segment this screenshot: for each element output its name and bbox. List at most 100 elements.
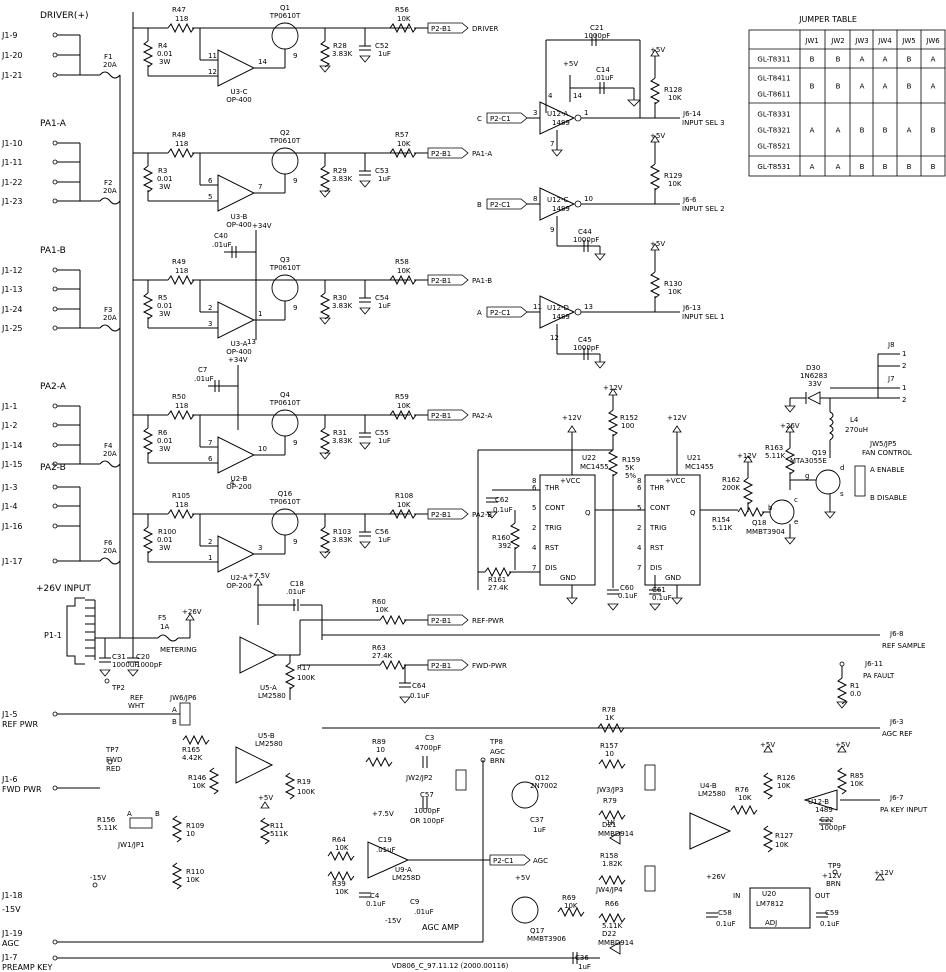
c20-value: 1000pF (136, 661, 162, 669)
ground-symbol (607, 603, 619, 611)
timer-ic (539, 474, 596, 586)
r-top-value: 118 (175, 140, 188, 148)
mosfet-part: TP0610T (269, 137, 301, 145)
mosfet-part: TP0610T (269, 264, 301, 272)
jt-model: GL-T8411 (757, 75, 790, 83)
mosfet-pin: 9 (293, 52, 297, 60)
c37-value: 1uF (533, 826, 546, 834)
r165 (182, 734, 210, 746)
r39 (327, 870, 355, 882)
jw5-name: FAN CONTROL (862, 449, 912, 457)
ground-symbol (486, 511, 498, 519)
u12b-label: U12-B (808, 798, 829, 806)
r89 (365, 756, 393, 768)
r-top-value: 118 (175, 501, 188, 509)
q17-vcc: +5V (515, 874, 530, 882)
tp9-label: TP9 (827, 862, 841, 870)
u20-in: IN (733, 892, 740, 900)
r-sense-value: 0.01 (157, 50, 173, 58)
q12-label: Q12 (535, 774, 549, 782)
r66-value: 5.11K (602, 922, 623, 930)
r109 (171, 815, 183, 843)
power-title: +26V INPUT (36, 584, 91, 594)
q19-label: Q19 (812, 449, 826, 457)
mosfet-symbol (271, 274, 299, 302)
pin (52, 955, 58, 961)
insel-letter: A (477, 309, 482, 317)
r-sense-value: 0.01 (157, 437, 173, 445)
jumper-table: JUMPER TABLE JW1 JW2 JW3 JW4 JW5 JW6 GL-… (748, 15, 946, 177)
r-load (319, 427, 331, 455)
c7-label: C7 (198, 366, 207, 374)
pin (92, 882, 98, 888)
out-tag-text: P2-B1 (431, 150, 451, 158)
jt-cell: B (810, 83, 815, 91)
r-load-label: R30 (333, 294, 347, 302)
jw5-a: A ENABLE (870, 466, 905, 474)
supply-arrow (672, 425, 682, 433)
j17-name: PREAMP KEY (2, 963, 52, 972)
jt-cell: B (931, 127, 936, 135)
q18-c: c (794, 496, 798, 504)
timer-pin-name: CONT (650, 504, 671, 512)
r161 (484, 566, 512, 578)
insel-cap-label: C45 (578, 336, 592, 344)
jt-cell: B (931, 163, 936, 171)
r127 (762, 825, 774, 853)
mosfet-symbol (271, 508, 299, 536)
r-sense (142, 427, 154, 455)
c9-value: .01uF (414, 908, 434, 916)
timer-pin-name: GND (665, 574, 681, 582)
out-tag (427, 274, 469, 286)
opamp-label: U3-B (231, 213, 248, 221)
ground-symbol (594, 253, 606, 261)
opamp-symbol (217, 301, 256, 339)
jt-h3: JW3 (854, 37, 868, 45)
r19-value: 100K (297, 788, 315, 796)
j68-name: REF SAMPLE (882, 642, 925, 650)
r-out-value: 10K (397, 267, 411, 275)
jt-cell: B (883, 163, 888, 171)
r-out (389, 147, 417, 159)
c20-label: C20 (136, 653, 150, 661)
insel-pin: 11 (533, 303, 542, 311)
out-tag-text: P2-B1 (431, 412, 451, 420)
c61-label: C61 (652, 586, 666, 594)
supply-arrow (837, 745, 847, 753)
timer-part: MC1455 (580, 463, 609, 471)
ground-symbol (566, 597, 578, 605)
timer-label: U21 (687, 454, 701, 462)
jt-model: GL-T8311 (757, 56, 790, 64)
opamp-label: U3-C (231, 88, 248, 96)
r76-label: R76 (735, 786, 749, 794)
input-pin-pa2a: J1-2 (1, 421, 17, 430)
ref-tag-name: REF-PWR (472, 617, 504, 625)
opamp-symbol (217, 174, 256, 212)
insel-r-value: 10K (668, 180, 682, 188)
current-sense-channels: F120AR47118R40.013WU3-COP-400111214Q1TP0… (103, 4, 499, 590)
r76 (730, 804, 758, 816)
f5-value: 1A (160, 623, 169, 631)
input-pin-pa2a: J1-1 (1, 402, 17, 411)
jt-h6: JW6 (925, 37, 940, 45)
d22-diode (609, 941, 621, 955)
insel-pullup (649, 271, 661, 299)
c64-label: C64 (412, 682, 426, 690)
d30-value: 33V (808, 380, 822, 388)
insel-pin: 1 (584, 109, 588, 117)
j119-name: AGC (2, 939, 20, 948)
insel-pin: 3 (533, 109, 537, 117)
c58-label: C58 (718, 909, 732, 917)
insel-invert-bubble (574, 308, 582, 316)
jw1-a: A (127, 810, 132, 818)
u12a-pin14: 14 (573, 92, 582, 100)
u5a-opamp (239, 636, 278, 674)
d21-diode (609, 831, 621, 845)
input-pin-pa1b: J1-24 (1, 305, 23, 314)
mosfet-symbol (271, 147, 299, 175)
ground-symbol (594, 361, 606, 369)
r11-vcc: +5V (258, 794, 273, 802)
jt-cell: A (907, 127, 912, 135)
